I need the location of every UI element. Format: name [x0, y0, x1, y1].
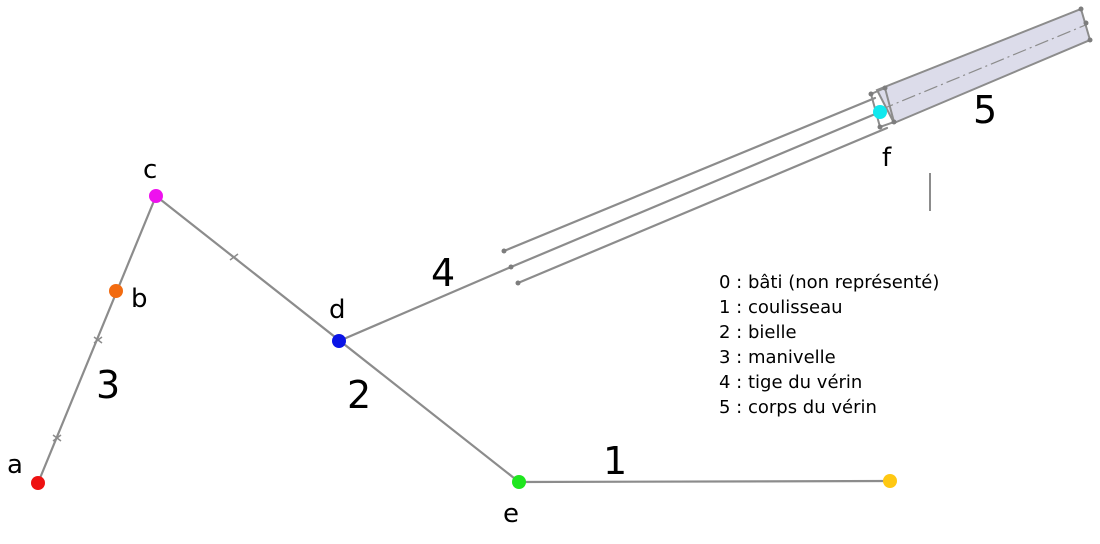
joint-f: [873, 105, 887, 119]
cylinder-body: [868, 6, 1093, 130]
link-rod-to-d: [337, 265, 513, 343]
label-d: d: [329, 295, 346, 325]
part-number-4: 4: [431, 251, 455, 295]
legend-item-5: 5 : corps du vérin: [719, 397, 877, 418]
joint-d: [332, 334, 346, 348]
label-b: b: [131, 284, 148, 314]
legend-item-0: 0 : bâti (non représenté): [719, 272, 939, 293]
part-number-3: 3: [96, 363, 120, 407]
joint-g: [883, 474, 897, 488]
label-a: a: [7, 450, 23, 480]
link-coulisseau: [517, 479, 892, 484]
part-number-2: 2: [347, 373, 371, 417]
legend-item-4: 4 : tige du vérin: [719, 372, 862, 393]
joint-e: [512, 475, 526, 489]
legend-item-1: 1 : coulisseau: [719, 297, 843, 318]
legend: 0 : bâti (non représenté) 1 : coulisseau…: [719, 272, 939, 418]
joints: [31, 105, 897, 490]
legend-item-3: 3 : manivelle: [719, 347, 836, 368]
joint-b: [109, 284, 123, 298]
label-e: e: [503, 499, 519, 529]
part-number-1: 1: [603, 439, 627, 483]
joint-c: [149, 189, 163, 203]
link-marks: [52, 253, 239, 442]
part-number-5: 5: [973, 88, 997, 132]
legend-item-2: 2 : bielle: [719, 322, 797, 343]
joint-a: [31, 476, 45, 490]
label-c: c: [143, 155, 157, 185]
rod-tige: [501, 96, 889, 286]
label-f: f: [882, 143, 892, 173]
